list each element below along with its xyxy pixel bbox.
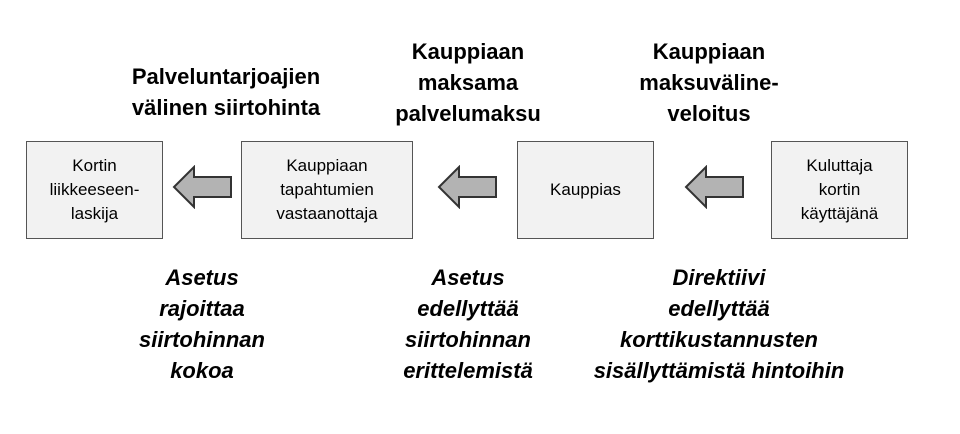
note-regulation-limits: Asetus rajoittaa siirtohinnan kokoa — [139, 262, 265, 386]
box-line: liikkeeseen- — [49, 180, 140, 199]
note-line: Direktiivi — [672, 265, 766, 290]
fee-label-merchant-service-charge: Kauppiaan maksama palvelumaksu — [395, 36, 541, 129]
note-line: rajoittaa — [159, 296, 245, 321]
fee-line: veloitus — [667, 101, 751, 126]
note-line: erittelemistä — [403, 358, 533, 383]
arrow-left-icon — [437, 165, 497, 209]
box-line: laskija — [70, 204, 119, 223]
box-line: Kauppiaan — [286, 156, 368, 175]
arrow-left-icon — [172, 165, 232, 209]
box-line: Kauppias — [550, 180, 621, 199]
fee-line: maksama — [417, 70, 519, 95]
note-line: Asetus — [165, 265, 239, 290]
fee-line: Palveluntarjoajien — [131, 64, 321, 89]
note-line: kokoa — [170, 358, 234, 383]
box-merchant: Kauppias — [517, 141, 654, 239]
box-line: kortin — [818, 180, 861, 199]
fee-line: maksuväline- — [639, 70, 779, 95]
box-line: käyttäjänä — [800, 204, 879, 223]
note-line: siirtohinnan — [405, 327, 531, 352]
note-line: korttikustannusten — [619, 327, 819, 352]
fee-line: palvelumaksu — [395, 101, 541, 126]
fee-line: Kauppiaan — [652, 39, 766, 64]
box-acquirer: Kauppiaan tapahtumien vastaanottaja — [241, 141, 413, 239]
box-line: tapahtumien — [280, 180, 374, 199]
note-line: edellyttää — [668, 296, 770, 321]
box-card-issuer: Kortin liikkeeseen- laskija — [26, 141, 163, 239]
note-directive-requires: Direktiivi edellyttää korttikustannusten… — [594, 262, 845, 386]
fee-label-interchange: Palveluntarjoajien välinen siirtohinta — [132, 61, 320, 123]
box-line: Kortin — [72, 156, 117, 175]
box-line: Kuluttaja — [806, 156, 873, 175]
arrow-left-icon — [684, 165, 744, 209]
box-consumer: Kuluttaja kortin käyttäjänä — [771, 141, 908, 239]
note-regulation-requires: Asetus edellyttää siirtohinnan erittelem… — [403, 262, 533, 386]
fee-line: Kauppiaan — [411, 39, 525, 64]
fee-line: välinen siirtohinta — [131, 95, 321, 120]
note-line: Asetus — [431, 265, 505, 290]
note-line: siirtohinnan — [139, 327, 265, 352]
fee-label-surcharge: Kauppiaan maksuväline- veloitus — [639, 36, 778, 129]
note-line: sisällyttämistä hintoihin — [593, 358, 845, 383]
note-line: edellyttää — [417, 296, 519, 321]
box-line: vastaanottaja — [276, 204, 378, 223]
